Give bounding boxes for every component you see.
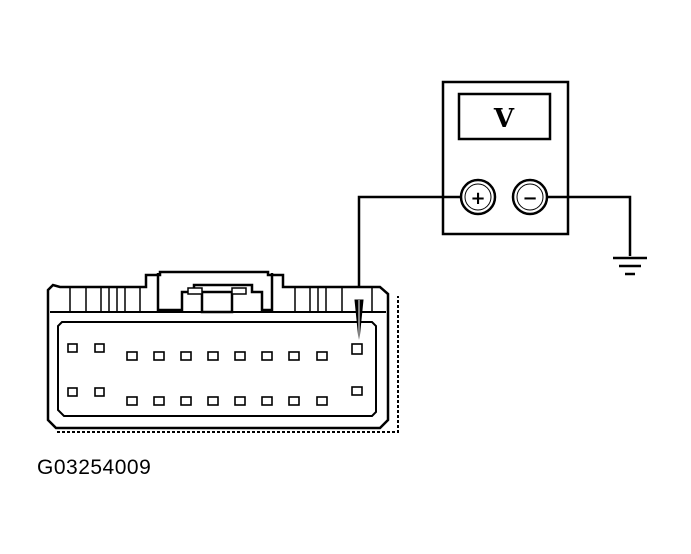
negative-terminal-inner (516, 183, 544, 211)
pin-test-cavity (351, 343, 363, 355)
positive-lead-wire (357, 195, 461, 300)
pin (234, 351, 246, 361)
pin (261, 351, 273, 361)
pin (153, 351, 165, 361)
pin (261, 396, 273, 406)
pin (94, 387, 105, 397)
pin (207, 351, 219, 361)
connector-ribs-left (69, 288, 141, 312)
pin (234, 396, 246, 406)
pin (94, 343, 105, 353)
pin (126, 351, 138, 361)
pin (153, 396, 165, 406)
multimeter-display (457, 92, 552, 141)
pin (288, 396, 300, 406)
lock-tab-slot-right (231, 287, 247, 295)
pin (207, 396, 219, 406)
ground-icon (613, 256, 647, 276)
multimeter: V + − (441, 80, 570, 236)
positive-terminal-symbol: + (470, 188, 485, 209)
figure-id: G03254009 (37, 456, 152, 479)
lock-tab-block (200, 290, 234, 314)
pin-row-bottom (67, 386, 363, 406)
pin (126, 396, 138, 406)
positive-terminal-inner (464, 183, 492, 211)
pin-row-top (67, 343, 363, 361)
pin (67, 343, 78, 353)
pin (180, 396, 192, 406)
meter-display-text: V (493, 104, 515, 134)
pin (67, 387, 78, 397)
lock-tab-slot-left (187, 287, 203, 295)
negative-lead-wire (547, 195, 632, 256)
negative-terminal-symbol: − (522, 188, 537, 209)
connector-face (57, 321, 377, 417)
connector-ribs-right (294, 288, 373, 312)
connector (46, 270, 399, 433)
pin (316, 351, 328, 361)
pin (288, 351, 300, 361)
pin (316, 396, 328, 406)
pin (180, 351, 192, 361)
test-probe (354, 299, 364, 341)
pin (351, 386, 363, 396)
connector-lock-tab (156, 273, 274, 312)
